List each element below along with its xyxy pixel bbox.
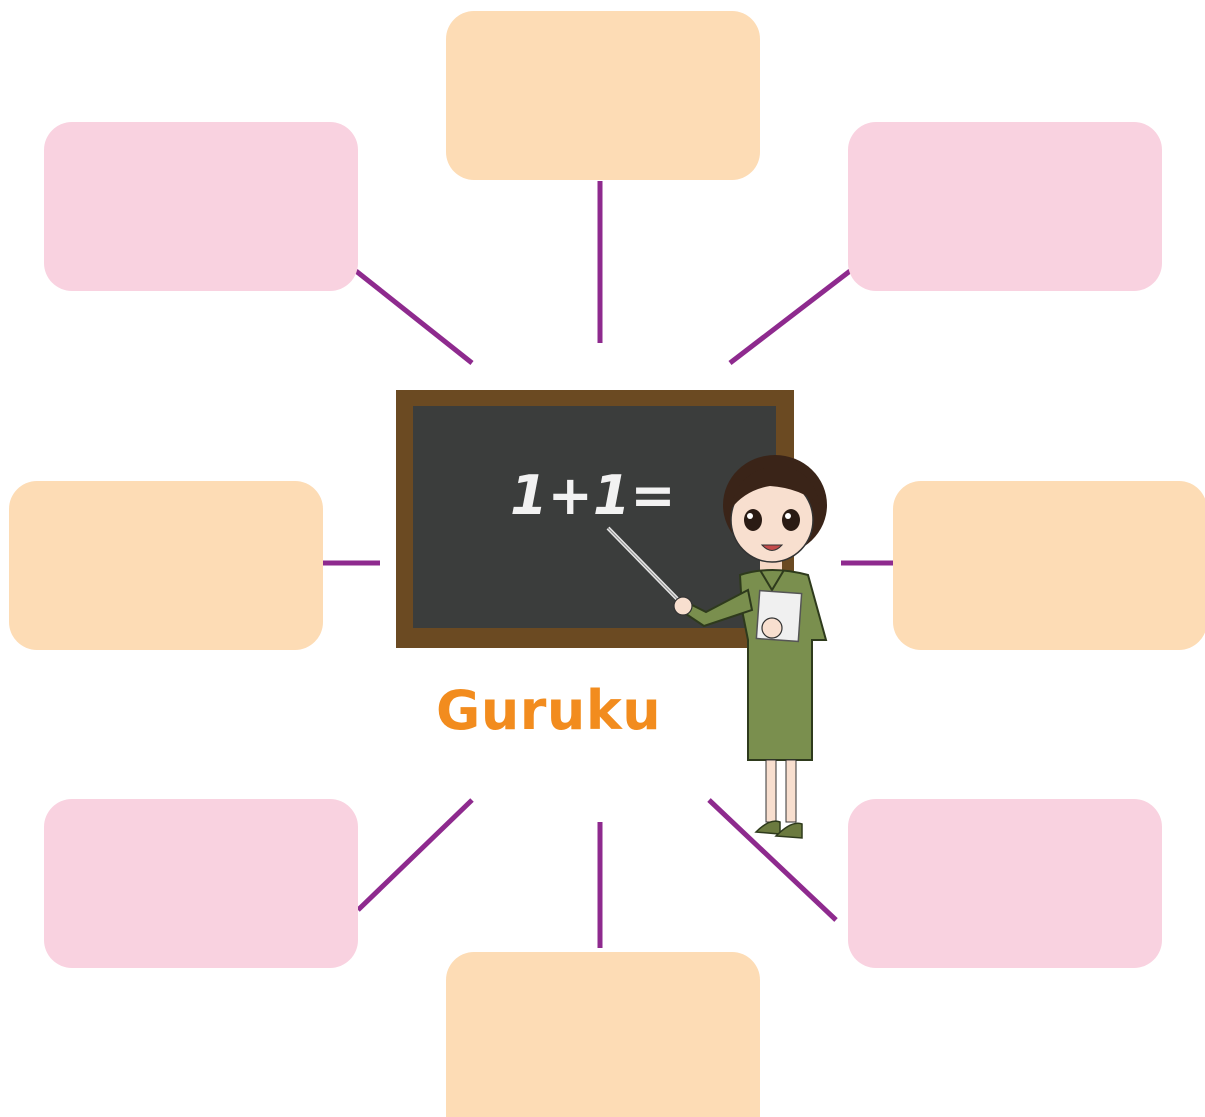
teacher-figure <box>673 455 828 839</box>
connector-top-right <box>728 269 852 365</box>
empty-box-middle-right <box>893 481 1205 650</box>
empty-box-top-right <box>848 122 1162 291</box>
connector-bottom-right <box>707 798 838 922</box>
connector-bottom-left <box>356 798 474 912</box>
empty-box-bottom-left <box>44 799 358 968</box>
connector-top-left <box>354 269 474 365</box>
empty-box-middle-left <box>9 481 323 650</box>
empty-box-bottom <box>446 952 760 1117</box>
center-label: Guruku <box>436 679 662 742</box>
empty-box-top-left <box>44 122 358 291</box>
empty-box-top <box>446 11 760 180</box>
blackboard-text: 1+1= <box>510 464 676 527</box>
empty-box-bottom-right <box>848 799 1162 968</box>
